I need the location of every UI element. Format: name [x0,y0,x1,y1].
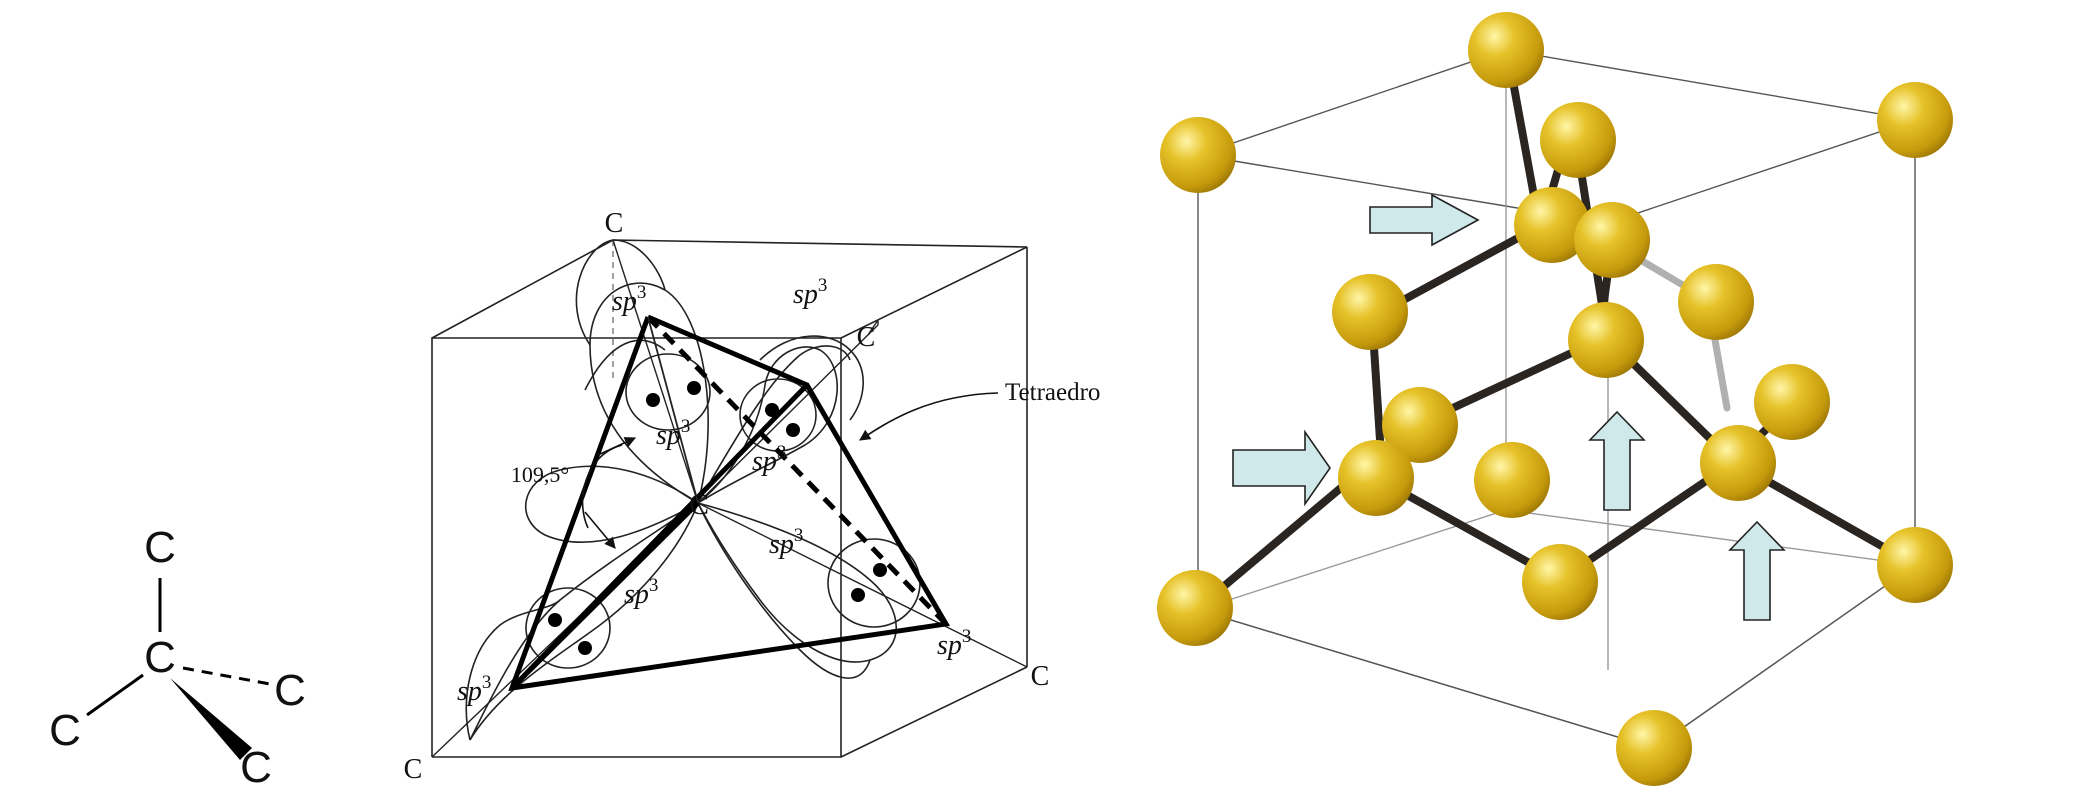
sp3-label-mid-right-sup: 3 [777,442,787,463]
bond-wedge [170,678,252,760]
atom [1338,440,1414,516]
sp3-label-lower-sup: 3 [649,575,659,596]
atom [1568,302,1644,378]
atom [1574,202,1650,278]
svg-text:sp3: sp3 [937,626,971,661]
vertex-label-bottom-left: C [404,754,423,785]
sp3-label-bottom-left-sup: 3 [482,672,492,693]
atom [1754,364,1830,440]
sp3-label-mid-right-base: sp [752,446,777,477]
sp3-label-right-sup: 3 [794,525,804,546]
atom [1382,387,1458,463]
svg-text:sp3: sp3 [457,672,491,707]
arrow-right-icon [1369,193,1480,247]
sp3-label-bottom-right-base: sp [937,630,962,661]
atom [1678,264,1754,340]
angle-label: 109,5° [511,462,569,487]
diamond-crystal [1157,12,1953,786]
crystal-atoms [1157,12,1953,786]
angle-arrow-upper [597,437,637,456]
svg-text:sp3: sp3 [612,282,646,317]
atom [1616,710,1692,786]
atom [1160,117,1236,193]
atom [1522,544,1598,620]
vertex-label-right: C [857,322,876,353]
atom [1700,425,1776,501]
sp3-label-top-base: sp [612,286,637,317]
sp3-label-bottom-left-base: sp [457,676,482,707]
atom [1157,570,1233,646]
angle-arrow-lower [584,511,616,549]
sp3-label-mid-left-base: sp [656,420,681,451]
atom [1877,82,1953,158]
highlight-arrows [1232,193,1786,621]
tetrahedron-diagram: 109,5° Tetraedro C C C C C sp3 sp3 sp3 s… [404,208,1101,785]
svg-text:sp3: sp3 [769,525,803,560]
arrow-up-icon [1728,520,1786,621]
center-label: C [689,488,709,521]
atom [1468,12,1544,88]
formula-atom-left: C [49,706,81,755]
tetrahedron-dashed-edges [646,315,948,626]
formula-atom-right: C [274,666,306,715]
vertex-label-bottom-right: C [1031,661,1050,692]
atom [1474,442,1550,518]
tetraedro-label: Tetraedro [1005,379,1100,406]
sp3-label-mid-left-sup: 3 [681,416,691,437]
arrow-up-icon [1588,410,1646,511]
edge-to-right-C [867,319,879,336]
atom [1332,274,1408,350]
cube-frame [431,239,1028,758]
sp3-label-upper-right-sup: 3 [818,275,828,296]
formula-atom-center: C [144,633,176,682]
formula-atom-top: C [144,523,176,572]
bond-right-dashed [182,666,271,686]
svg-text:sp3: sp3 [624,575,658,610]
electron-dots [548,381,887,655]
vertex-label-top: C [605,208,624,239]
svg-text:sp3: sp3 [656,416,690,451]
sp3-label-lower-base: sp [624,579,649,610]
svg-text:sp3: sp3 [752,442,786,477]
bond-left [86,673,144,717]
atom [1514,187,1590,263]
sp3-labels: sp3 sp3 sp3 sp3 sp3 sp3 sp3 sp3 [457,275,971,707]
svg-text:sp3: sp3 [793,275,827,310]
atom [1540,102,1616,178]
tetrahedron-edges [508,314,951,692]
atom [1877,527,1953,603]
center-to-tetra-top [647,316,699,504]
sp3-label-upper-right-base: sp [793,279,818,310]
arrow-right-icon [1232,429,1331,507]
sp3-label-top-sup: 3 [637,282,647,303]
structural-formula: C C C C C [49,523,306,792]
sp3-label-bottom-right-sup: 3 [962,626,972,647]
tetraedro-arrow [859,392,999,441]
formula-atom-bottom: C [240,743,272,792]
sp3-label-right-base: sp [769,529,794,560]
